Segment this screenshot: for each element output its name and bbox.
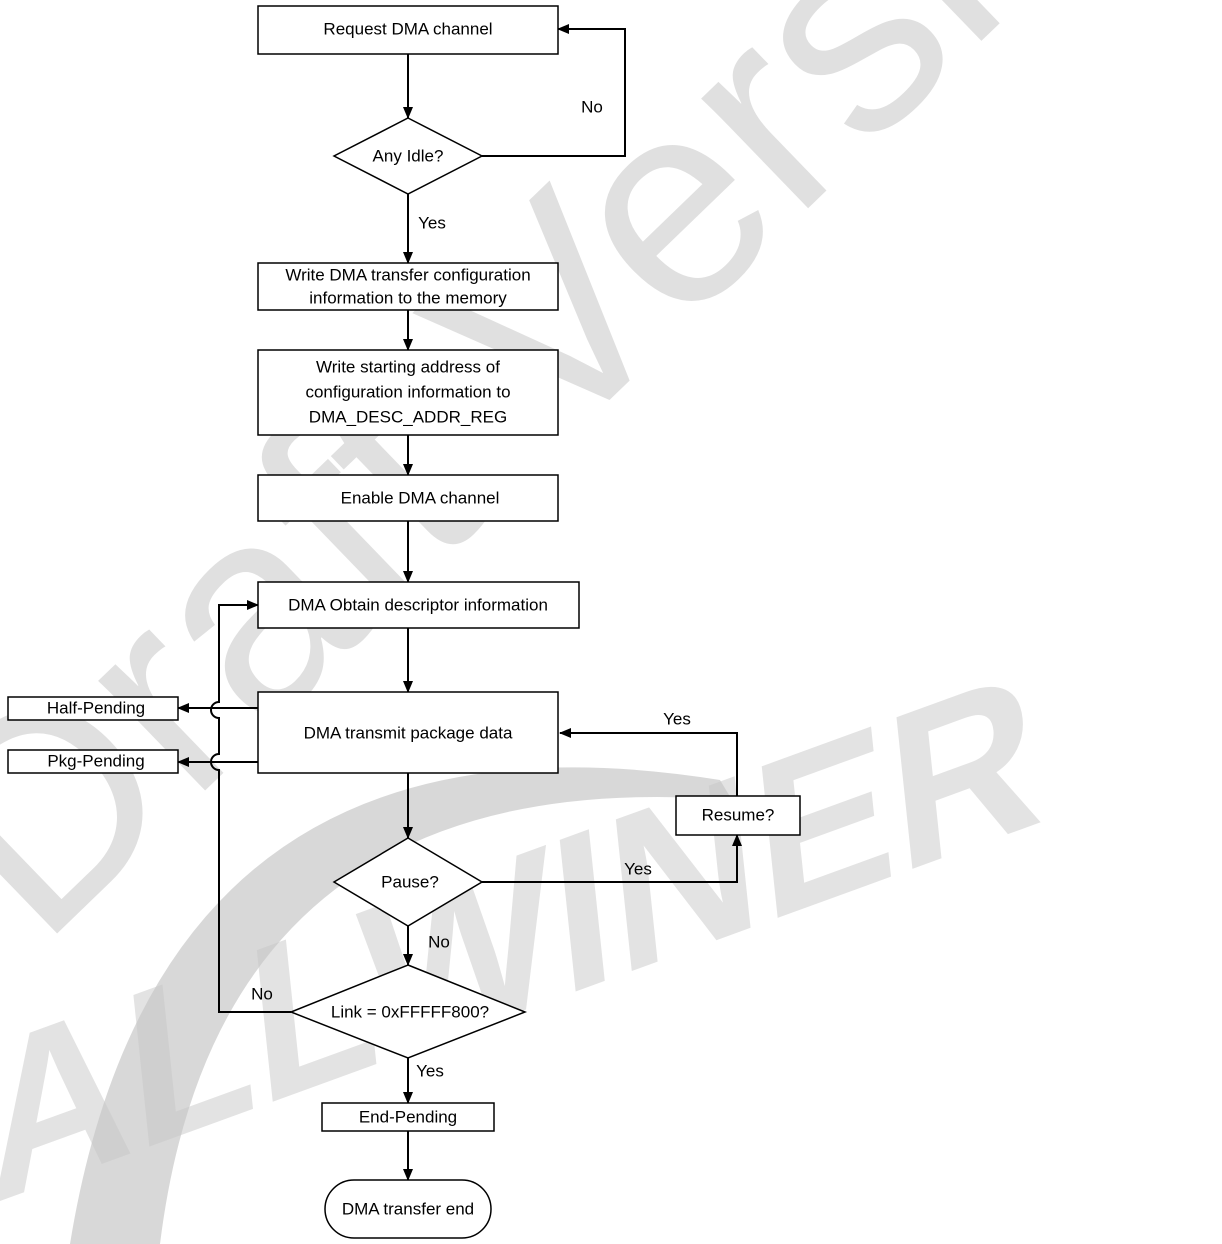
node-enable-channel-label: Enable DMA channel [341,488,500,507]
node-pkg-pending-label: Pkg-Pending [47,751,144,770]
decision-link-label: Link = 0xFFFFF800? [331,1002,489,1021]
decision-any-idle-label: Any Idle? [373,146,444,165]
node-transmit-data-label: DMA transmit package data [304,723,513,742]
node-request-label: Request DMA channel [323,19,492,38]
label-link-no: No [251,984,273,1003]
edge-labels: No Yes Yes Yes No No Yes [251,97,691,1080]
node-half-pending-label: Half-Pending [47,698,145,717]
decision-any-idle: Any Idle? [332,117,484,195]
node-write-address-line1: Write starting address of [316,357,500,376]
label-pause-yes: Yes [624,859,652,878]
node-obtain-descriptor-label: DMA Obtain descriptor information [288,595,548,614]
label-resume-yes: Yes [663,709,691,728]
connectors [177,24,742,1181]
label-idle-yes: Yes [418,213,446,232]
node-half-pending: Half-Pending [7,696,179,721]
label-pause-no: No [428,932,450,951]
node-transmit-data: DMA transmit package data [257,691,559,774]
decision-resume: Resume? [675,795,801,836]
arrow-link-no-loop [210,600,259,773]
arrow-resume-yes [559,728,738,796]
decision-pause: Pause? [332,837,484,927]
node-obtain-descriptor: DMA Obtain descriptor information [257,581,580,629]
node-write-config: Write DMA transfer configuration informa… [257,262,559,311]
node-write-config-line1: Write DMA transfer configuration [285,265,530,284]
arrow-idle-no-loop [482,24,626,157]
node-end-pending: End-Pending [321,1102,495,1132]
node-write-address-line2: configuration information to [305,382,510,401]
node-write-address: Write starting address of configuration … [257,349,559,436]
node-enable-channel: Enable DMA channel [257,474,559,522]
label-link-yes: Yes [416,1061,444,1080]
node-write-config-line2: information to the memory [309,288,507,307]
terminal-transfer-end-label: DMA transfer end [342,1199,474,1218]
node-end-pending-label: End-Pending [359,1107,457,1126]
node-request: Request DMA channel [257,5,559,55]
watermark-arc [70,767,732,1244]
decision-pause-label: Pause? [381,872,439,891]
decision-link: Link = 0xFFFFF800? [288,964,528,1059]
node-write-address-line3: DMA_DESC_ADDR_REG [309,407,507,426]
arrow-pause-yes [482,834,742,883]
line-link-no [218,773,291,1013]
label-idle-no: No [581,97,603,116]
node-pkg-pending: Pkg-Pending [7,749,179,774]
decision-resume-label: Resume? [702,805,775,824]
terminal-transfer-end: DMA transfer end [324,1179,492,1239]
